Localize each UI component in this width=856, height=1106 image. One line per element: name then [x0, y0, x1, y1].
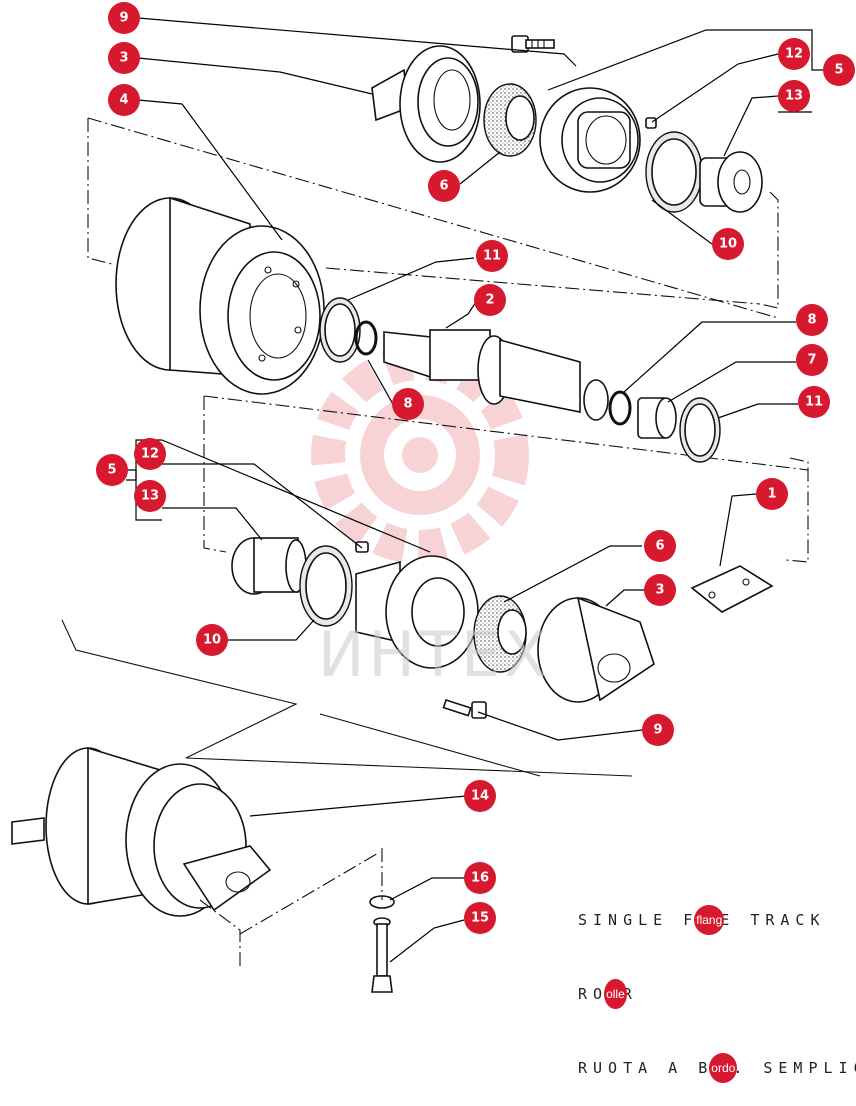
oring-left [354, 320, 378, 356]
bolt-lower [442, 698, 487, 719]
callout-8-left: 8 [392, 388, 424, 420]
svg-text:10: 10 [203, 633, 221, 648]
svg-text:12: 12 [141, 447, 159, 462]
callout-12-upper: 12 [778, 38, 810, 70]
callout-15: 15 [464, 902, 496, 934]
gasket-right [679, 397, 721, 463]
callout-13-lower: 13 [134, 480, 166, 512]
caption-line-italian: RUOTA A Bordo. SEMPLICE [578, 1053, 856, 1084]
callout-2: 2 [474, 284, 506, 316]
callout-4: 4 [108, 84, 140, 116]
assembled-bolt [369, 895, 395, 993]
svg-text:11: 11 [805, 395, 823, 410]
collar-lower [537, 596, 655, 703]
caption-line-english-1: SINGLE FflangE TRACK [578, 905, 856, 936]
exploded-parts-diagram: 9 3 4 6 12 13 5 10 11 2 8 8 7 11 1 5 12 … [11, 2, 855, 993]
bushing-flange-lower [355, 555, 479, 669]
callout-6-lower: 6 [644, 530, 676, 562]
pin-lower [355, 541, 369, 553]
gasket-lower [299, 545, 353, 627]
shaft [383, 329, 609, 421]
bushing-upper [699, 151, 763, 213]
callout-9-upper: 9 [108, 2, 140, 34]
callout-16: 16 [464, 862, 496, 894]
bushing-flange-upper [539, 87, 641, 193]
svg-text:14: 14 [471, 789, 489, 804]
assembly-outline-upper [87, 117, 779, 319]
gasket-upper [645, 131, 703, 213]
callout-11-right: 11 [798, 386, 830, 418]
svg-text:15: 15 [471, 911, 489, 926]
svg-text:11: 11 [483, 249, 501, 264]
callout-14: 14 [464, 780, 496, 812]
svg-text:9: 9 [119, 11, 128, 26]
assembled-roller [11, 746, 272, 917]
callout-3-upper: 3 [108, 42, 140, 74]
svg-text:9: 9 [653, 723, 662, 738]
pin-upper [645, 117, 657, 129]
svg-text:16: 16 [471, 871, 489, 886]
assembly-perspective-lines [61, 619, 633, 970]
callout-6-upper: 6 [428, 170, 460, 202]
callout-1: 1 [756, 478, 788, 510]
svg-text:2: 2 [485, 293, 494, 308]
svg-text:3: 3 [655, 583, 664, 598]
svg-text:13: 13 [785, 89, 803, 104]
callout-8-right: 8 [796, 304, 828, 336]
svg-text:1: 1 [767, 487, 776, 502]
callout-9-lower: 9 [642, 714, 674, 746]
callout-12-lower: 12 [134, 438, 166, 470]
caption-line-english-2: ROolleR [578, 979, 856, 1010]
callout-5-lower: 5 [96, 454, 128, 486]
callout-7: 7 [796, 344, 828, 376]
oring-right [608, 390, 632, 426]
seal-lower [473, 595, 527, 673]
sleeve [637, 397, 677, 439]
svg-text:8: 8 [807, 313, 816, 328]
callout-5-upper: 5 [823, 54, 855, 86]
bolt-upper [511, 35, 555, 53]
svg-text:7: 7 [807, 353, 816, 368]
callout-10-lower: 10 [196, 624, 228, 656]
svg-text:10: 10 [719, 237, 737, 252]
callout-13-upper: 13 [778, 80, 810, 112]
leader-lines [126, 17, 823, 963]
gasket-left [319, 297, 361, 363]
plate [690, 565, 774, 613]
svg-text:6: 6 [439, 179, 448, 194]
svg-text:8: 8 [403, 397, 412, 412]
callout-11-left: 11 [476, 240, 508, 272]
callout-3-lower: 3 [644, 574, 676, 606]
svg-text:3: 3 [119, 51, 128, 66]
watermark-logo [311, 346, 529, 564]
svg-text:4: 4 [119, 93, 128, 108]
diagram-caption: SINGLE FflangE TRACK ROolleR RUOTA A Bor… [578, 862, 856, 1106]
svg-text:5: 5 [107, 463, 116, 478]
svg-text:5: 5 [834, 63, 843, 78]
seal-upper [483, 83, 537, 157]
bushing-lower [231, 537, 307, 595]
svg-text:6: 6 [655, 539, 664, 554]
collar-upper [371, 45, 481, 163]
roller-body [115, 196, 325, 395]
svg-text:13: 13 [141, 489, 159, 504]
callout-10-upper: 10 [712, 228, 744, 260]
svg-text:12: 12 [785, 47, 803, 62]
watermark-text: ИНТЕХ [318, 618, 551, 691]
